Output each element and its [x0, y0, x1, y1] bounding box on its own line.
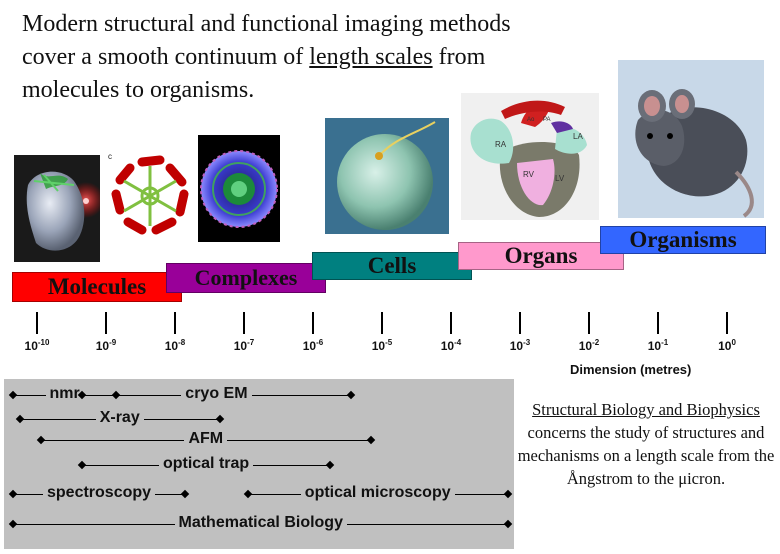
axis-tick-label: 10-9 [95, 338, 117, 353]
technique-label: AFM [184, 430, 228, 448]
axis-tick-label: 10-6 [302, 338, 324, 353]
heart-label-la: LA [573, 132, 583, 141]
axis-tick [36, 312, 38, 334]
technique-range-end [215, 414, 224, 424]
technique-range-end [8, 390, 18, 400]
headline: Modern structural and functional imaging… [22, 8, 542, 107]
cell-image [325, 118, 449, 234]
axis-tick-label: 10-10 [24, 338, 50, 353]
caption: Structural Biology and Biophysics concer… [516, 398, 776, 490]
heart-label-lv: LV [555, 174, 565, 183]
heart-label-rv: RV [523, 170, 535, 179]
axis-tick [174, 312, 176, 334]
mouse-image [618, 60, 764, 218]
technique-label: X-ray [95, 409, 144, 427]
headline-underlined: length scales [309, 44, 433, 70]
complex-image: c [106, 152, 190, 236]
band-molecules-label: Molecules [47, 274, 147, 299]
axis-tick [381, 312, 383, 334]
band-organs-label: Organs [504, 243, 578, 268]
band-cells-label: Cells [367, 253, 417, 278]
band-organs: Organs [458, 242, 624, 270]
technique-range-end [15, 414, 25, 424]
heart-label-pa: PA [543, 117, 551, 123]
complex-panel-letter: c [108, 152, 112, 161]
technique-range-end [325, 460, 335, 470]
technique-range-end [8, 489, 18, 499]
technique-range-end [77, 460, 87, 470]
axis-tick [243, 312, 245, 334]
axis-tick [105, 312, 107, 334]
caption-rest: concerns the study of structures and mec… [517, 423, 775, 488]
capsid-image [198, 135, 280, 242]
headline-part2: from molecules to organisms. [22, 44, 486, 103]
technique-range-end [503, 519, 513, 529]
headline-part1: Modern structural and functional imaging… [22, 11, 511, 70]
axis-label: Dimension (metres) [570, 362, 692, 377]
technique-label: optical trap [158, 455, 254, 473]
band-cells: Cells [312, 252, 472, 280]
heart-label-ra: RA [495, 140, 507, 149]
axis-tick-label: 10-5 [371, 338, 393, 353]
axis-tick-label: 100 [718, 338, 736, 353]
technique-range-end [243, 489, 252, 499]
technique-range-end [346, 390, 355, 400]
technique-range-end [503, 489, 513, 499]
axis-tick-label: 10-8 [164, 338, 186, 353]
band-molecules: Molecules [12, 272, 182, 302]
technique-range-end [36, 435, 45, 445]
technique-range-end [8, 519, 18, 529]
technique-label: optical microscopy [300, 484, 455, 502]
axis-tick-label: 10-3 [509, 338, 531, 353]
band-organisms: Organisms [600, 226, 766, 254]
axis-tick [519, 312, 521, 334]
technique-label: cryo EM [181, 385, 252, 403]
caption-underlined: Structural Biology and Biophysics [532, 400, 760, 419]
axis-tick-label: 10-1 [647, 338, 669, 353]
heart-image: RA LA RV LV Ao PA [461, 93, 599, 220]
axis-tick [657, 312, 659, 334]
axis-tick [726, 312, 728, 334]
band-complexes: Complexes [166, 263, 326, 293]
technique-label: nmr [45, 385, 84, 403]
technique-label: Mathematical Biology [174, 514, 347, 532]
molecule-image [14, 155, 100, 262]
heart-label-ao: Ao [527, 117, 535, 123]
axis-tick [588, 312, 590, 334]
axis-tick-label: 10-2 [578, 338, 600, 353]
axis-tick-label: 10-4 [440, 338, 462, 353]
technique-label: spectroscopy [43, 484, 156, 502]
band-organisms-label: Organisms [629, 227, 737, 252]
axis-tick [312, 312, 314, 334]
band-complexes-label: Complexes [194, 265, 298, 290]
technique-range-end [180, 489, 190, 499]
axis-tick-label: 10-7 [233, 338, 255, 353]
axis-tick [450, 312, 452, 334]
technique-range-end [367, 435, 376, 445]
